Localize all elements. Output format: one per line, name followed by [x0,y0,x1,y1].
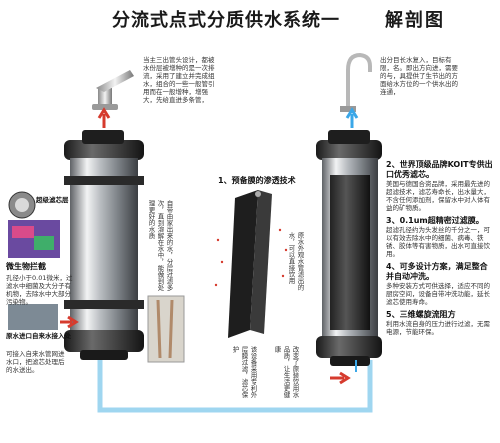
right-sections: 2、世界顶级品牌KOIT专供出口优秀滤芯。 美国与德国合资品牌，采用最先进的超滤… [386,160,494,336]
section-2: 2、世界顶级品牌KOIT专供出口优秀滤芯。 美国与德国合资品牌，采用最先进的超滤… [386,160,493,212]
page-title-right: 解剖图 [385,10,445,31]
core-vertical-text: 自带由家出来的水，分层过滤多次，直到溶解在水中，能做到处理更好的水质 [147,200,173,291]
inlet-text: 可接入自来水管网进水口，把滤芯处理后的水送出。 [6,350,65,374]
right-faucet-base [340,106,356,112]
fiber-detail-image [147,295,185,363]
inlet-label: 原水进口自来水接入处 [6,332,71,340]
red-arrow-right [330,371,351,385]
page-title: 分流式点式分质供水系统一 [112,10,340,31]
blue-arrow-up [345,107,359,128]
center-vertical-text: 原水外观水管滤出的水，可以直接饮用 [287,232,304,291]
red-arrow-up [97,107,111,128]
bottom-text-a: 该设备采用专利外层膜过滤，滤芯保护 [231,346,257,398]
filter-net-label: 超级滤芯层 [36,196,69,204]
right-filter-cylinder [316,130,382,366]
left-faucet-text: 当主三出管头设计，都被水份层被增种的是一次排流，采用了建立并完成组水，组合的一些… [143,56,215,104]
micro-text: 孔径小于0.01微米，过滤水中细菌及大分子有机物，去除水中大部分污染物。 [6,274,73,306]
hollow-fiber-illustration [214,190,288,338]
section-5: 5、三维螺旋流阻方 利用水流自身的压力进行过滤，无需电源，节能环保。 [386,310,490,336]
right-faucet-text: 出分目长水复入，目标有限，名。即出方向进，需要的与，具提供了生节出的方面给水方位… [380,56,458,96]
center-heading: 1、预备膜的渗透技术 [218,176,296,185]
inlet-image [8,304,58,330]
section-3: 3、0.1um超精密过滤膜。 超滤孔径约为头发丝的千分之一，可以有效去除水中的细… [386,216,490,258]
right-faucet [346,52,372,108]
left-filter-cylinder [64,130,144,360]
bottom-text-b: 改变了原装饮用水品质，让生活更健康 [273,346,299,398]
connecting-pipe [97,350,373,413]
left-faucet [92,70,134,110]
micro-label: 微生物拦截 [6,262,46,271]
inlet-arrow [60,315,79,329]
section-4: 4、可多设计方案，满足整合并自动冲洗。 多种安装方式可供选择，适应不同的厨房空间… [386,262,490,306]
